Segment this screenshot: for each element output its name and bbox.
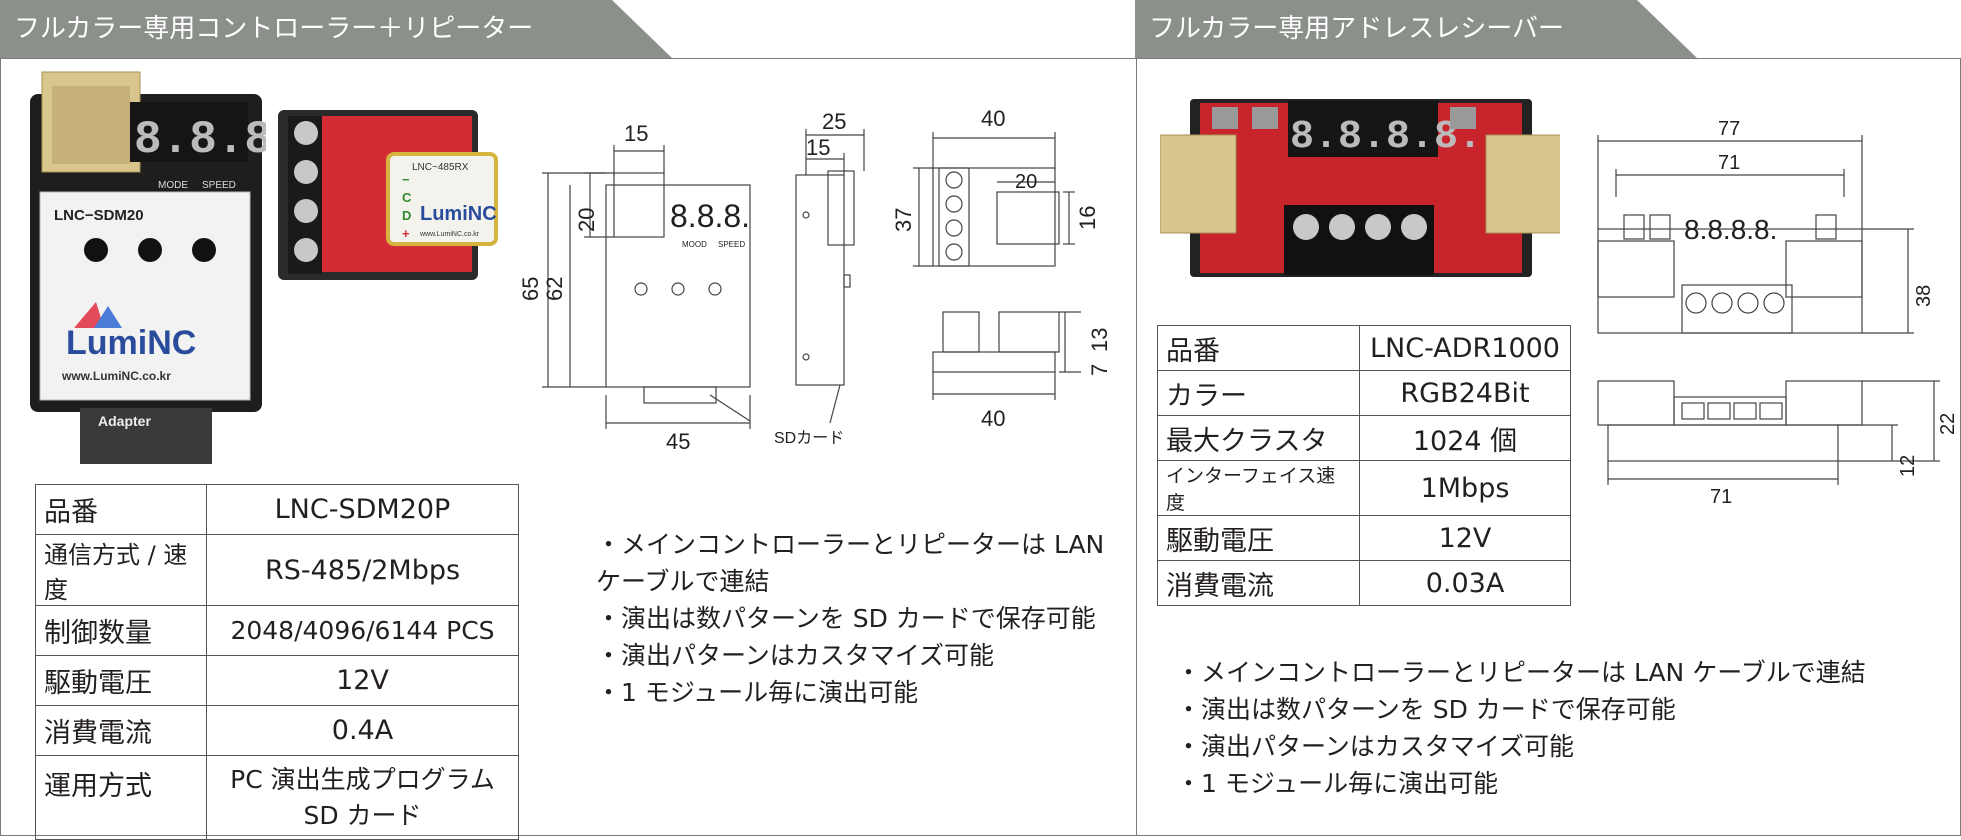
spec-value: 12V xyxy=(206,655,519,706)
dim-receiver-38: 38 xyxy=(1913,285,1935,307)
dim-controller-side-25: 25 xyxy=(822,109,846,134)
spec-value-line: SD カード xyxy=(303,800,422,830)
spec-value: RS-485/2Mbps xyxy=(206,534,519,606)
spec-row: 品番 LNC-SDM20P xyxy=(35,484,519,535)
spec-value: 2048/4096/6144 PCS xyxy=(206,605,519,656)
dim-receiver-77: 77 xyxy=(1718,118,1740,140)
controller-site: www.LumiNC.co.kr xyxy=(61,369,171,383)
spec-label: 品番 xyxy=(35,484,207,535)
spec-value: RGB24Bit xyxy=(1359,370,1571,416)
spec-value: 0.4A xyxy=(206,705,519,756)
dim-receiver-bottom-71: 71 xyxy=(1710,486,1732,508)
spec-row: 運用方式 PC 演出生成プログラム SD カード xyxy=(35,755,519,840)
spec-value: LNC-ADR1000 xyxy=(1359,325,1571,371)
repeater-pin-1: − xyxy=(402,172,410,187)
repeater-pin-4: + xyxy=(402,226,410,241)
spec-value: 1Mbps xyxy=(1359,460,1571,516)
controller-adapter-label: Adapter xyxy=(98,413,151,429)
spec-label: 最大クラスタ xyxy=(1157,415,1360,461)
feature-item: ・演出パターンはカスタマイズ可能 xyxy=(1176,732,1575,761)
spec-row: 制御数量 2048/4096/6144 PCS xyxy=(35,605,519,656)
repeater-dimension-drawing: 40 20 37 16 13 7 40 xyxy=(891,106,1112,431)
dim-receiver-12: 12 xyxy=(1897,455,1919,477)
controller-dimension-drawing: 8.8.8. MOOD SPEED 15 20 65 62 45 25 15 S… xyxy=(518,109,865,454)
controller-spec-table: 品番 LNC-SDM20P 通信方式 / 速度 RS-485/2Mbps 制御数… xyxy=(35,484,519,840)
spec-value-multiline: PC 演出生成プログラム SD カード xyxy=(206,755,519,840)
controller-logo: LumiNC xyxy=(66,324,196,362)
spec-row: 消費電流 0.4A xyxy=(35,705,519,756)
repeater-pin-2: C xyxy=(402,190,412,205)
feature-item: ・メインコントローラーとリピーターは LAN ケーブルで連結 xyxy=(1176,658,1866,687)
spec-label: 運用方式 xyxy=(35,755,207,840)
dim-controller-65: 65 xyxy=(518,277,543,301)
spec-row: インターフェイス速度 1Mbps xyxy=(1157,460,1571,516)
spec-value: 1024 個 xyxy=(1359,415,1571,461)
dim-controller-top: 15 xyxy=(624,121,648,146)
spec-label: 通信方式 / 速度 xyxy=(35,534,207,606)
spec-label: 消費電流 xyxy=(35,705,207,756)
receiver-photo: 8.8.8.8. xyxy=(1160,99,1560,277)
right-section-title: フルカラー専用アドレスレシーバー xyxy=(1135,0,1697,58)
receiver-display-drawing: 8.8.8.8. xyxy=(1684,214,1777,245)
feature-item: ・演出パターンはカスタマイズ可能 xyxy=(596,641,995,670)
spec-label: カラー xyxy=(1157,370,1360,416)
spec-row: 品番 LNC-ADR1000 xyxy=(1157,325,1571,371)
controller-photo: 8.8.8. MODE SPEED LNC−SDM20 LumiNC www.L… xyxy=(30,71,266,464)
dim-repeater-13: 13 xyxy=(1087,328,1112,352)
controller-speed-drawing: SPEED xyxy=(718,240,745,249)
spec-label: 制御数量 xyxy=(35,605,207,656)
repeater-photo: LNC−485RX − C D + LumiNC www.LumiNC.co.k… xyxy=(278,110,498,280)
left-section-title: フルカラー専用コントローラー＋リピーター xyxy=(0,0,672,58)
controller-led-display: 8.8.8. xyxy=(134,114,266,166)
dim-receiver-71: 71 xyxy=(1718,152,1740,174)
spec-value: 0.03A xyxy=(1359,560,1571,606)
dim-repeater-7: 7 xyxy=(1087,364,1112,376)
spec-row: 最大クラスタ 1024 個 xyxy=(1157,415,1571,461)
repeater-site: www.LumiNC.co.kr xyxy=(419,231,480,238)
feature-item: ・演出は数パターンを SD カードで保存可能 xyxy=(596,604,1096,633)
spec-value-line: PC 演出生成プログラム xyxy=(230,764,495,794)
dim-receiver-22: 22 xyxy=(1937,413,1955,435)
dim-controller-side-15: 15 xyxy=(806,135,830,160)
dim-repeater-37: 37 xyxy=(891,208,916,232)
spec-label: インターフェイス速度 xyxy=(1157,460,1360,516)
repeater-pin-3: D xyxy=(402,208,411,223)
repeater-model-label: LNC−485RX xyxy=(412,162,469,173)
feature-item: ・メインコントローラーとリピーターは LAN xyxy=(596,530,1105,559)
dim-controller-62: 62 xyxy=(542,277,567,301)
sd-card-label: SDカード xyxy=(774,430,844,447)
spec-label: 品番 xyxy=(1157,325,1360,371)
controller-mood-drawing: MOOD xyxy=(682,240,707,249)
dim-controller-bottom: 45 xyxy=(666,429,690,454)
spec-row: カラー RGB24Bit xyxy=(1157,370,1571,416)
feature-item: ・1 モジュール毎に演出可能 xyxy=(596,678,919,707)
dim-repeater-bottom: 40 xyxy=(981,406,1005,431)
receiver-spec-table: 品番 LNC-ADR1000 カラー RGB24Bit 最大クラスタ 1024 … xyxy=(1157,325,1571,606)
controller-feature-list: ・メインコントローラーとリピーターは LAN ケーブルで連結 ・演出は数パターン… xyxy=(596,526,1116,711)
dim-repeater-20: 20 xyxy=(1015,171,1037,193)
receiver-feature-list: ・メインコントローラーとリピーターは LAN ケーブルで連結 ・演出は数パターン… xyxy=(1176,654,1946,802)
feature-item: ・演出は数パターンを SD カードで保存可能 xyxy=(1176,695,1676,724)
spec-row: 消費電流 0.03A xyxy=(1157,560,1571,606)
feature-item: ・1 モジュール毎に演出可能 xyxy=(1176,769,1499,798)
spec-row: 駆動電圧 12V xyxy=(35,655,519,706)
controller-model-label: LNC−SDM20 xyxy=(54,207,144,224)
dim-controller-20: 20 xyxy=(574,208,599,232)
spec-label: 駆動電圧 xyxy=(1157,515,1360,561)
spec-label: 駆動電圧 xyxy=(35,655,207,706)
spec-value: 12V xyxy=(1359,515,1571,561)
spec-value: LNC-SDM20P xyxy=(206,484,519,535)
controller-mode-label: MODE xyxy=(158,180,188,191)
feature-item: ケーブルで連結 xyxy=(596,567,770,596)
dim-repeater-top: 40 xyxy=(981,106,1005,131)
controller-display-drawing: 8.8.8. xyxy=(670,198,750,234)
spec-row: 駆動電圧 12V xyxy=(1157,515,1571,561)
repeater-logo: LumiNC xyxy=(420,203,497,225)
spec-label: 消費電流 xyxy=(1157,560,1360,606)
controller-speed-label: SPEED xyxy=(202,180,236,191)
dim-repeater-16: 16 xyxy=(1075,206,1100,230)
receiver-dimension-drawing: 8.8.8.8. 77 71 38 22 12 71 xyxy=(1597,118,1955,508)
spec-row: 通信方式 / 速度 RS-485/2Mbps xyxy=(35,534,519,606)
